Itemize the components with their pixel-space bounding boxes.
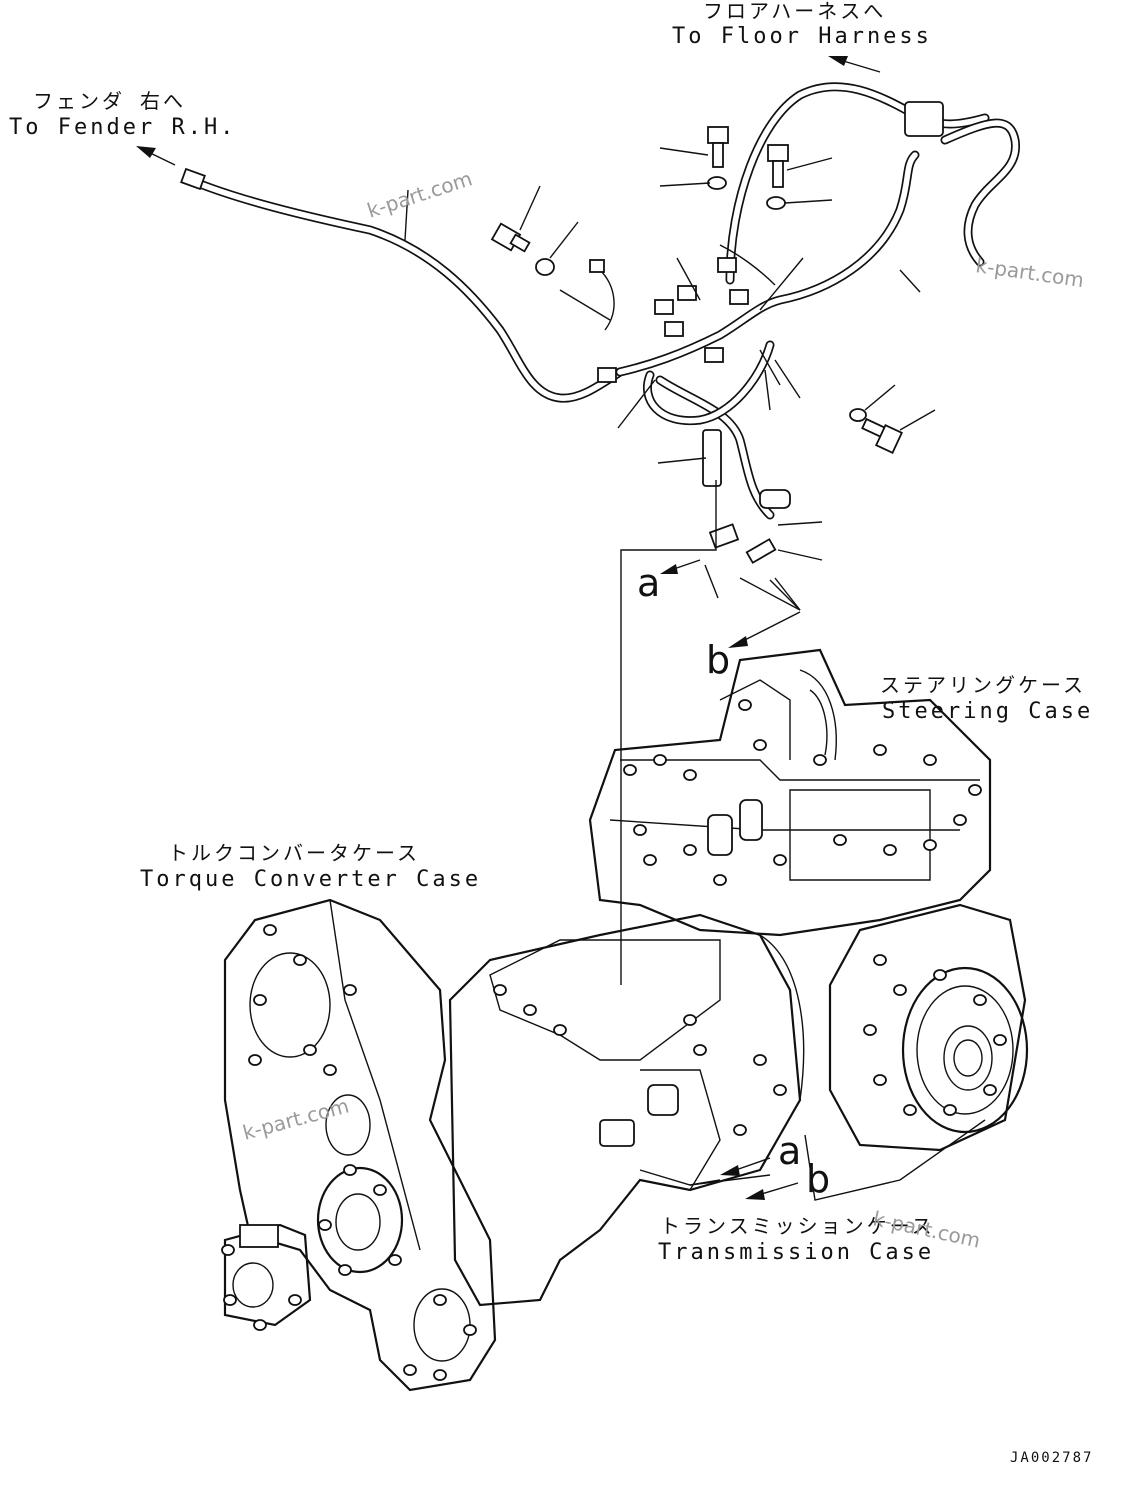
bolt-head <box>738 699 752 711</box>
watermark-1: k-part.com <box>364 166 475 222</box>
arrow-a-top <box>660 559 701 574</box>
bolt-head <box>683 1014 697 1026</box>
bolt-head <box>253 1319 267 1331</box>
bolt-head <box>973 994 987 1006</box>
bolt-head <box>923 839 937 851</box>
bolt-head <box>403 1364 417 1376</box>
wiring-harness <box>180 82 1020 985</box>
ref-a-bottom: a <box>778 1129 801 1173</box>
transmission-case-label-jp: トランスミッションケース <box>660 1214 935 1238</box>
ref-b-bottom: b <box>806 1157 830 1201</box>
steering-case-label-jp: ステアリングケース <box>880 673 1086 697</box>
arrow-to-floor-harness <box>828 56 881 73</box>
bolt-head <box>993 1034 1007 1046</box>
bolt-head <box>683 844 697 856</box>
fender-label-en: To Fender R.H. <box>9 115 236 140</box>
bolt-head <box>693 1044 707 1056</box>
bolt-head <box>713 874 727 886</box>
bolt-head <box>953 814 967 826</box>
bolt-head <box>223 1294 237 1306</box>
bolt-head <box>923 754 937 766</box>
bolt-head <box>903 1104 917 1116</box>
bolt-head <box>943 1104 957 1116</box>
bolt-head <box>833 834 847 846</box>
bolt-head <box>221 1244 235 1256</box>
watermark-2: k-part.com <box>974 253 1085 292</box>
bolt-head <box>773 1084 787 1096</box>
arrow-to-fender <box>136 146 176 166</box>
floor-harness-label-jp: フロアハーネスへ <box>703 0 886 23</box>
bolt-head <box>753 739 767 751</box>
bolt-heads <box>221 699 1007 1381</box>
bolt-head <box>323 1064 337 1076</box>
bolt-head <box>318 1219 332 1231</box>
bolt-head <box>523 1004 537 1016</box>
fender-label-jp: フェンダ 右へ <box>33 89 186 113</box>
bolt-head <box>983 1084 997 1096</box>
watermark-3: k-part.com <box>240 1093 351 1144</box>
bolt-head <box>653 754 667 766</box>
transmission-assembly <box>221 648 1029 1392</box>
arrow-a-bottom <box>720 1157 771 1176</box>
bolt-head <box>553 1024 567 1036</box>
bolt-head <box>373 1184 387 1196</box>
bolt-head <box>433 1369 447 1381</box>
bolt-head <box>773 854 787 866</box>
bolt-head <box>288 1294 302 1306</box>
bolt-head <box>253 994 267 1006</box>
bolt-head <box>293 954 307 966</box>
steering-case-label-en: Steering Case <box>882 699 1093 724</box>
bolt-head <box>968 784 982 796</box>
bolt-head <box>873 1074 887 1086</box>
bolt-head <box>893 984 907 996</box>
bolt-head <box>433 1294 447 1306</box>
bolt-head <box>733 1124 747 1136</box>
bolt-head <box>343 984 357 996</box>
floor-harness-label-en: To Floor Harness <box>672 24 932 49</box>
bolt-head <box>753 1054 767 1066</box>
arrow-b-top <box>728 636 748 648</box>
bolt-head <box>343 1164 357 1176</box>
bolt-head <box>873 744 887 756</box>
bolt-head <box>883 844 897 856</box>
bolt-head <box>338 1264 352 1276</box>
bolt-head <box>873 954 887 966</box>
torque-converter-label-en: Torque Converter Case <box>140 867 481 892</box>
transmission-case-label-en: Transmission Case <box>658 1240 934 1265</box>
bolt-head <box>493 984 507 996</box>
bolt-head <box>263 924 277 936</box>
drawing-code: JA002787 <box>1010 1450 1093 1466</box>
bolt-head <box>248 1054 262 1066</box>
bolt-head <box>463 1324 477 1336</box>
bolt-head <box>388 1254 402 1266</box>
bolt-head <box>933 969 947 981</box>
bolt-head <box>643 854 657 866</box>
ref-a-top: a <box>637 561 660 605</box>
torque-converter-label-jp: トルクコンバータケース <box>168 841 420 865</box>
bolt-head <box>633 824 647 836</box>
bolt-head <box>863 1024 877 1036</box>
bolt-head <box>683 769 697 781</box>
bolt-head <box>303 1044 317 1056</box>
ref-b-top: b <box>706 638 730 682</box>
arrow-b-bottom <box>745 1182 799 1200</box>
bolt-head <box>623 764 637 776</box>
bolt-head <box>813 754 827 766</box>
